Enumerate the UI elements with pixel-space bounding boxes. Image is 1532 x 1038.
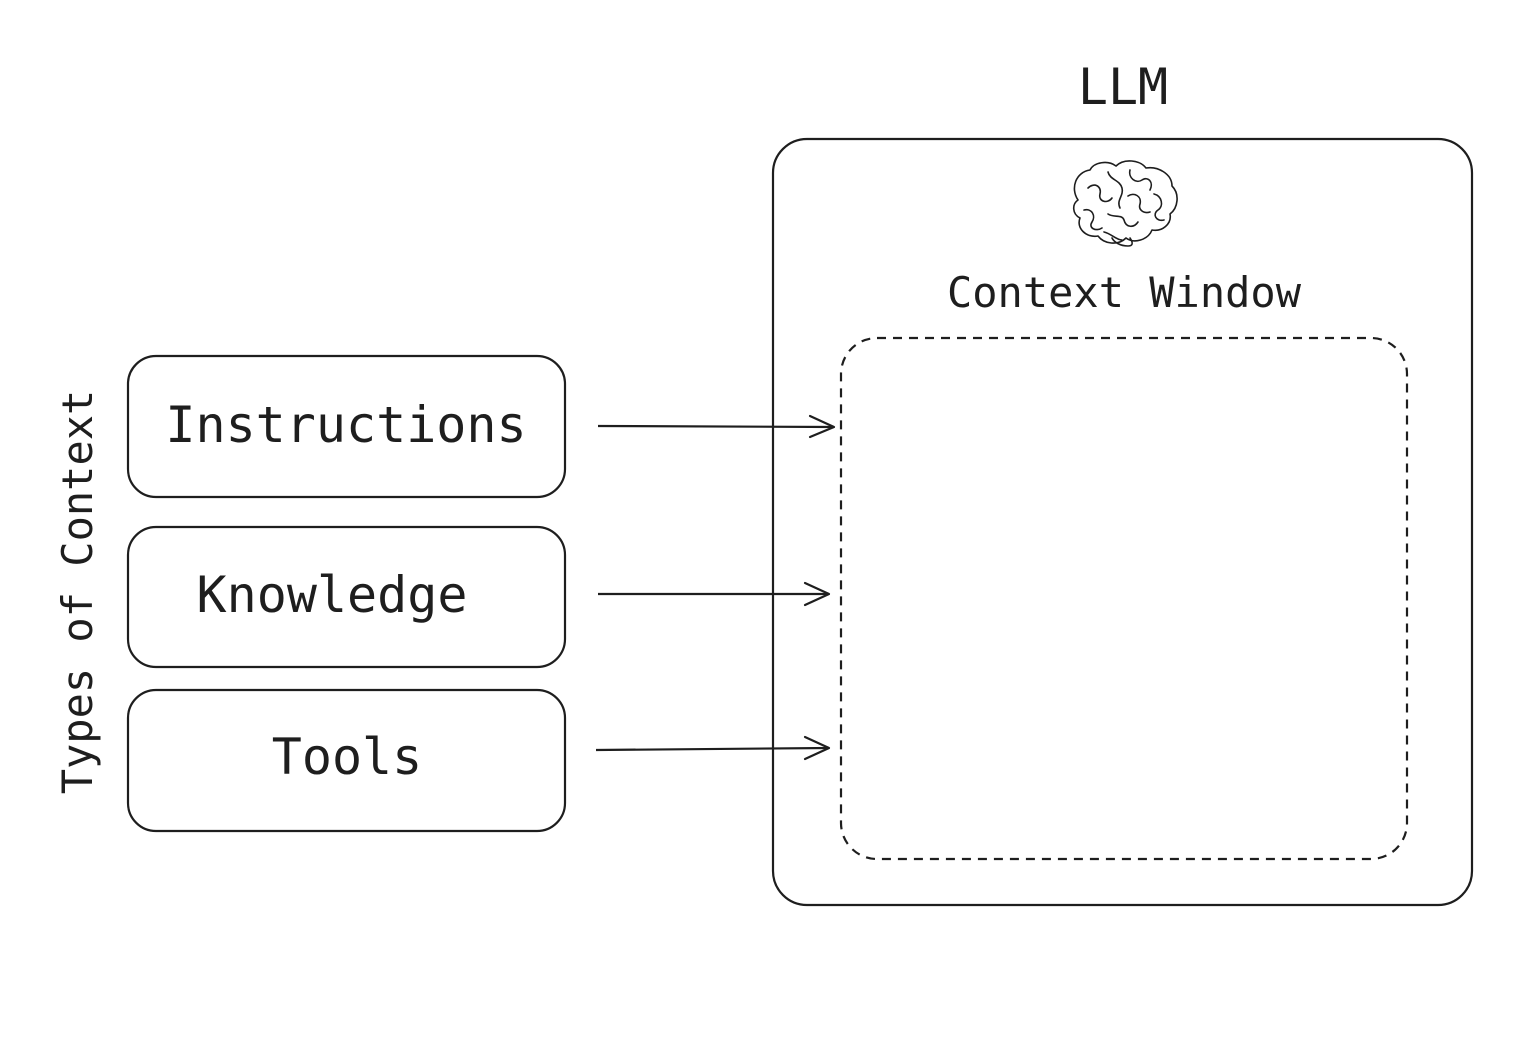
instructions-label: Instructions bbox=[165, 396, 526, 454]
types-of-context-label: Types of Context bbox=[53, 390, 102, 795]
tools-box bbox=[126, 688, 567, 833]
instructions-box bbox=[126, 354, 567, 499]
llm-box bbox=[771, 137, 1474, 907]
arrow-tools bbox=[595, 735, 831, 761]
knowledge-label: Knowledge bbox=[197, 566, 468, 624]
context-type-instructions: Instructions bbox=[126, 354, 567, 499]
brain-icon bbox=[1072, 160, 1178, 247]
context-type-knowledge: Knowledge bbox=[126, 525, 567, 669]
tools-label: Tools bbox=[272, 728, 423, 786]
arrow-instructions bbox=[597, 414, 836, 439]
context-type-tools: Tools bbox=[126, 688, 567, 833]
context-window-box bbox=[839, 336, 1409, 861]
knowledge-box bbox=[126, 525, 567, 669]
context-window-label: Context Window bbox=[947, 268, 1302, 317]
arrow-knowledge bbox=[598, 581, 831, 607]
llm-label: LLM bbox=[1078, 58, 1168, 116]
